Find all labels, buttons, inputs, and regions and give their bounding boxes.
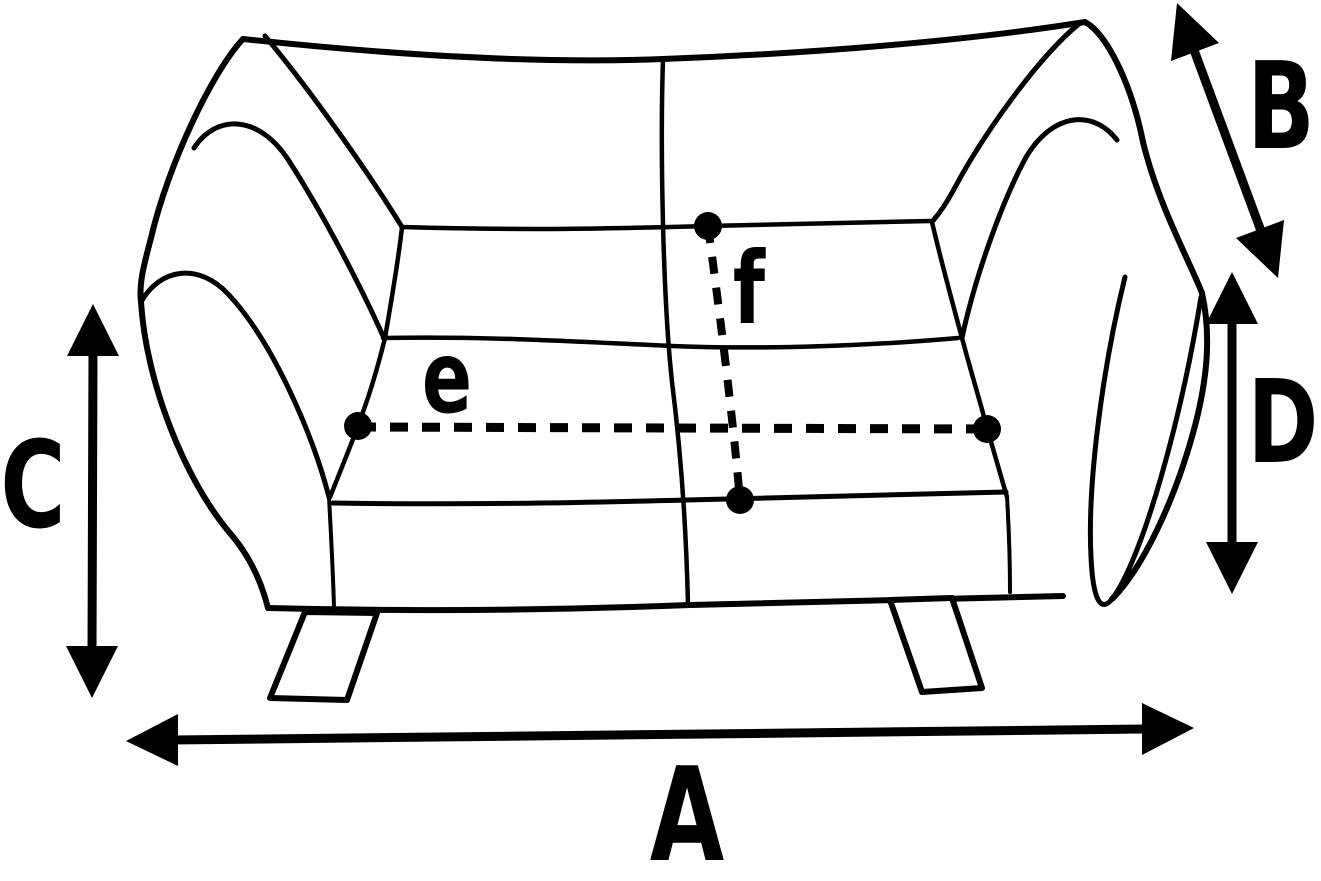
arrow-B-bottom-head	[1236, 220, 1284, 278]
label-C: C	[0, 416, 65, 556]
arrow-A-shaft	[171, 724, 1149, 745]
sofa-right-arm-front-roll	[1087, 274, 1204, 607]
dimension-arrow-D: D	[1206, 272, 1318, 594]
measure-e-left-dot	[344, 412, 372, 440]
label-B: B	[1247, 37, 1315, 177]
measure-e: e	[344, 319, 1001, 443]
sofa-back-top-edge	[240, 19, 1088, 64]
sofa-upper-back-seam	[399, 218, 933, 232]
sofa-left-arm-inner-seam	[262, 33, 405, 230]
arrow-B-shaft	[1189, 48, 1266, 233]
sofa-right-front-corner-seam	[1005, 495, 1012, 594]
arrow-C-shaft	[87, 349, 98, 653]
sofa-front-left-leg	[267, 609, 380, 703]
sofa-seat-front-edge	[330, 489, 1009, 507]
label-D: D	[1248, 355, 1319, 489]
sofa-left-front-corner-seam	[327, 495, 336, 610]
label-e: e	[422, 319, 472, 436]
sofa-center-seam	[659, 56, 691, 608]
dimension-arrow-C: C	[0, 304, 119, 698]
arrow-C-top-head	[67, 304, 119, 356]
dimension-arrow-B: B	[1171, 3, 1315, 278]
sofa-left-arm-top-roll	[191, 121, 386, 339]
measure-f-bottom-dot	[726, 486, 754, 514]
arrow-D-bottom-head	[1206, 542, 1258, 594]
label-f: f	[733, 230, 767, 347]
measure-f-top-dot	[694, 212, 722, 240]
sofa-right-outer-edge	[1082, 19, 1211, 602]
sofa-right-arm-top-roll	[959, 117, 1120, 341]
sofa-left-arm-seat-boundary	[327, 224, 405, 500]
sofa-right-arm-seat-boundary	[929, 219, 1010, 500]
sofa-front-right-leg	[887, 595, 985, 695]
arrow-A-right-head	[1142, 703, 1194, 755]
sofa-drawing	[137, 19, 1211, 703]
sofa-right-arm-inner-seam	[929, 20, 1083, 225]
arrow-C-bottom-head	[66, 646, 118, 698]
sofa-left-arm-front-roll	[138, 270, 332, 500]
arrow-A-left-head	[126, 714, 178, 766]
arrow-B-top-head	[1171, 3, 1219, 61]
measure-f: f	[694, 212, 767, 514]
label-A: A	[650, 739, 724, 881]
measure-f-dashed-line	[704, 225, 744, 501]
arrow-D-top-head	[1206, 272, 1258, 324]
sofa-lower-back-seam	[380, 335, 961, 350]
dimension-arrow-A: A	[126, 703, 1194, 881]
measure-e-dashed-line	[357, 422, 988, 434]
measure-e-right-dot	[973, 415, 1001, 443]
